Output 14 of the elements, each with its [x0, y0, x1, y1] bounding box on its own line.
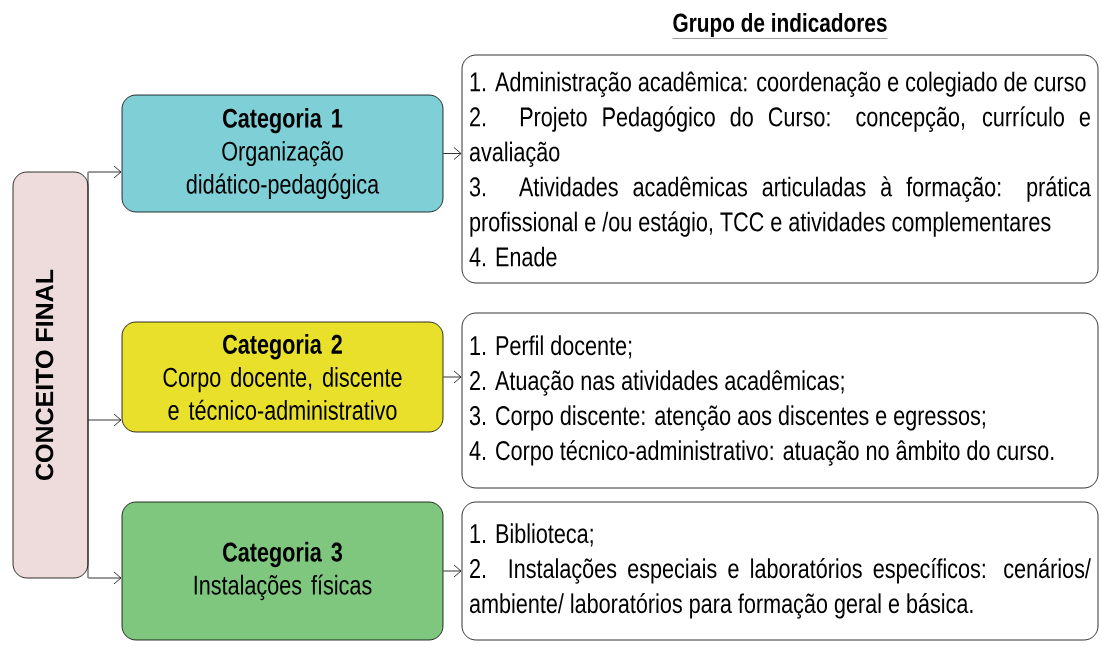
indicator-list-box: 1. Perfil docente; 2. Atuação nas atividades acadêmicas; 3. Corpo discente: atenção aos discentes e egressos; 4. Corpo técnico-administrativo: atuação no âmbito do curso.: [461, 312, 1099, 489]
category-box: Categoria 2 Corpo docente, discente e técnico-administrativo: [121, 321, 444, 433]
arrow: [443, 147, 462, 160]
indicator-list-box: 1. Administração acadêmica: coordenação e colegiado de curso 2. Projeto Pedagógico do Curso: concepção, currículo e avaliação 3. Atividades acadêmicas articuladas à formação: prática profissional e /ou estágio, TCC e atividades complementares 4. Enade: [461, 54, 1099, 284]
category-box: Categoria 1 Organização didático-pedagógica: [121, 94, 444, 213]
category-box: Categoria 3 Instalações físicas: [121, 501, 444, 641]
arrow: [443, 564, 462, 578]
indicator-list-box: 1. Biblioteca; 2. Instalações especiais e laboratórios específicos: cenários/ ambiente/ laboratórios para formação geral e básica.: [461, 501, 1099, 641]
arrow: [88, 165, 122, 179]
vertical-label-box: CONCEITO FINAL: [12, 171, 89, 579]
arrow: [88, 413, 122, 427]
heading: Grupo de indicadores: [672, 12, 888, 39]
arrow: [88, 571, 122, 585]
arrow: [443, 370, 462, 384]
